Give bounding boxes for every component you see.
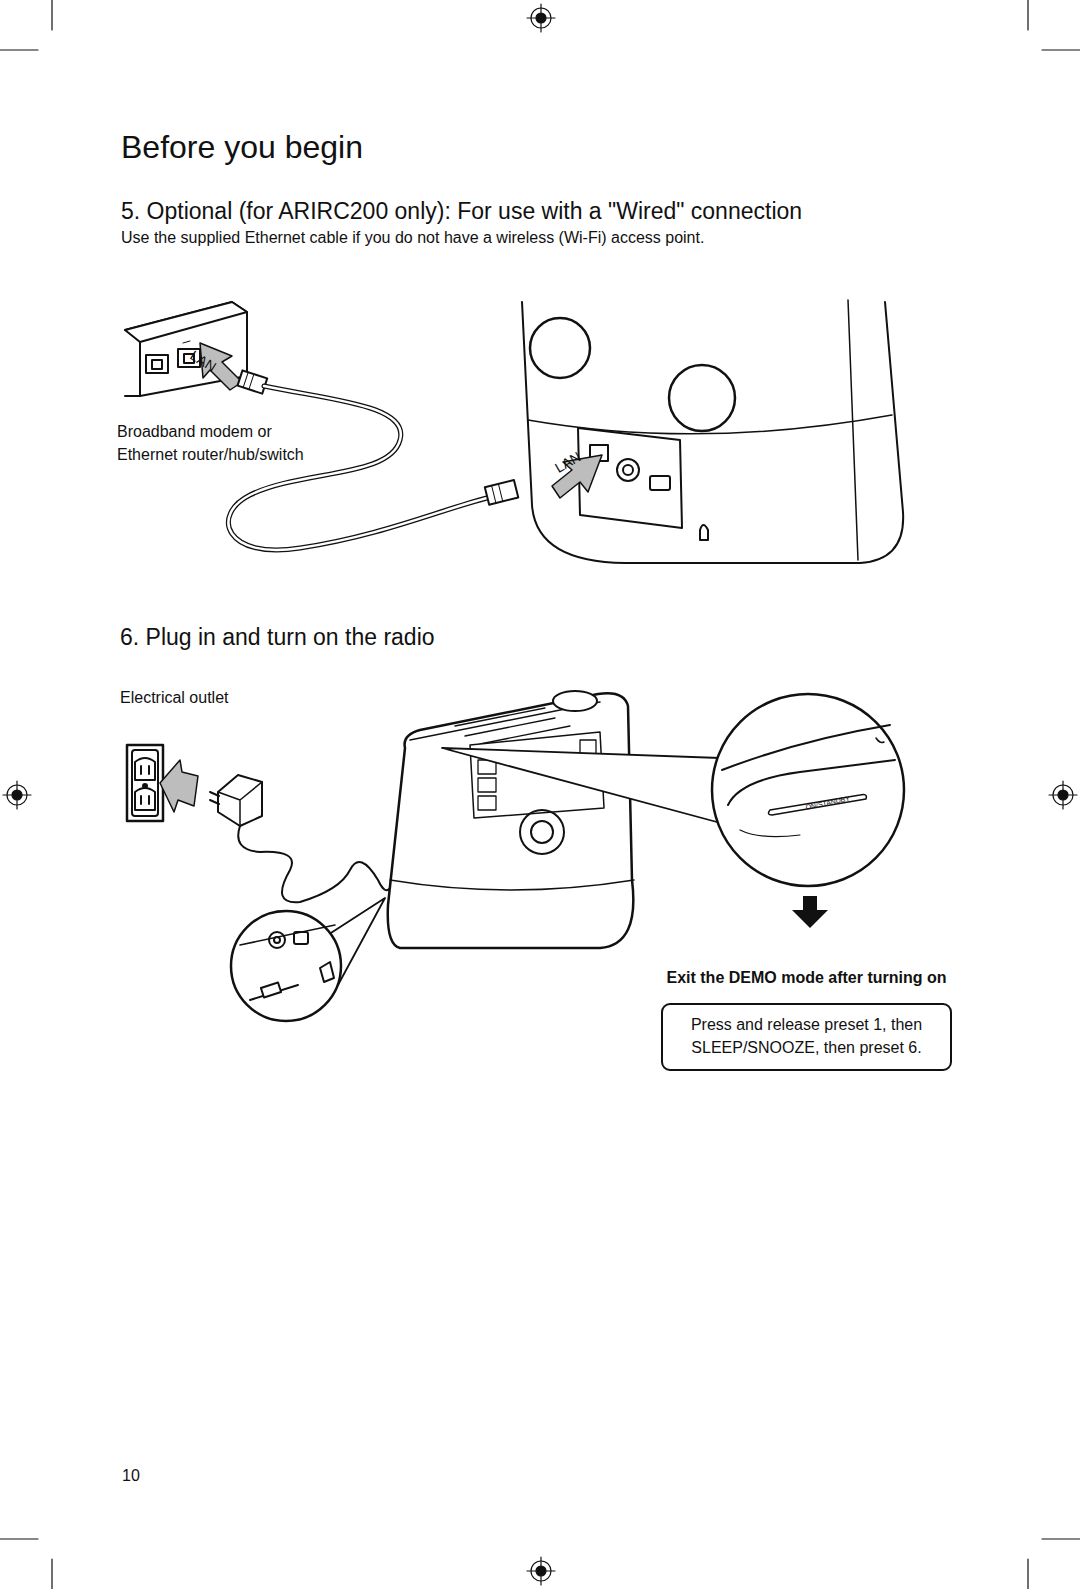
power-adapter (210, 775, 390, 902)
zoom-onstandby (712, 694, 904, 886)
part-label: Electrical outlet (120, 688, 229, 707)
modem (125, 302, 247, 396)
section-heading: 5. Optional (for ARIRC200 only): For use… (121, 198, 802, 226)
zoom-leader (442, 748, 728, 825)
down-arrow (792, 896, 828, 928)
note-text: Use the supplied Ethernet cable if you d… (121, 228, 704, 247)
instruction-box: Exit the DEMO mode after turning onPress… (661, 1003, 952, 1071)
page-title: Before you begin (121, 128, 363, 166)
box-text: Press and release preset 1, then SLEEP/S… (663, 1005, 950, 1067)
port-label: LAN (552, 448, 584, 476)
page-number: 10 (122, 1466, 140, 1485)
port-label: LAN (187, 347, 219, 376)
plug-arrow (160, 760, 198, 812)
section-heading: 6. Plug in and turn on the radio (120, 624, 435, 652)
device-label: Broadband modem or Ethernet router/hub/s… (117, 420, 327, 466)
box-heading: Exit the DEMO mode after turning on (643, 966, 970, 989)
zoom-dc-jack (231, 898, 385, 1021)
electrical-outlet (127, 745, 163, 821)
radio-back (522, 300, 903, 563)
button-label: ON/STANDBY (805, 795, 851, 813)
radio-front (388, 691, 634, 948)
